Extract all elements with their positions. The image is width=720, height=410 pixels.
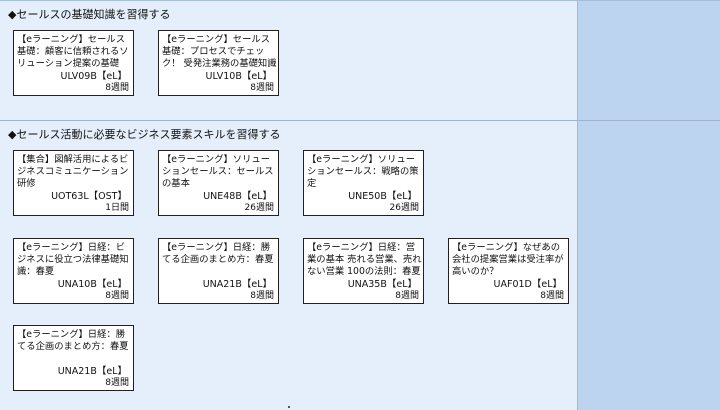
- course-code: ULV09B【eL】: [60, 71, 127, 82]
- course-card-una10b[interactable]: 【eラーニング】日経：ビジネスに役立つ法律基礎知識：春夏 UNA10B【eL】 …: [13, 238, 134, 304]
- course-code: UNE50B【eL】: [348, 191, 417, 202]
- course-code: UOT63L【OST】: [51, 191, 127, 202]
- course-code: ULV10B【eL】: [205, 71, 272, 82]
- course-duration: 8週間: [105, 291, 129, 301]
- course-title: 【eラーニング】日経：勝てる企画のまとめ方：春夏: [162, 242, 274, 265]
- course-duration: 26週間: [389, 203, 419, 213]
- right-side-panel: [577, 0, 720, 410]
- course-code: UAF01D【eL】: [493, 279, 562, 290]
- section-heading-sales-basics: ◆セールスの基礎知識を習得する: [8, 8, 171, 21]
- course-card-uot63l[interactable]: 【集合】図解活用によるビジネスコミュニケーション研修 UOT63L【OST】 1…: [13, 150, 134, 216]
- course-duration: 8週間: [105, 83, 129, 93]
- course-code: UNE48B【eL】: [203, 191, 272, 202]
- section-divider: [0, 120, 720, 121]
- course-title: 【eラーニング】日経：勝てる企画のまとめ方：春夏: [17, 329, 129, 352]
- scroll-marker: [288, 406, 290, 408]
- course-code: UNA35B【eL】: [347, 279, 417, 290]
- course-title: 【eラーニング】セールス基礎：顧客に信頼されるソリューション提案の基礎: [17, 34, 129, 69]
- section-heading-business-skills: ◆セールス活動に必要なビジネス要素スキルを習得する: [8, 128, 281, 141]
- course-title: 【eラーニング】ソリューションセールス：セールスの基本: [162, 154, 274, 189]
- course-title: 【eラーニング】日経：ビジネスに役立つ法律基礎知識：春夏: [17, 242, 129, 277]
- course-card-une48b[interactable]: 【eラーニング】ソリューションセールス：セールスの基本 UNE48B【eL】 2…: [158, 150, 279, 216]
- course-duration: 8週間: [250, 83, 274, 93]
- course-card-una21b[interactable]: 【eラーニング】日経：勝てる企画のまとめ方：春夏 UNA21B【eL】 8週間: [158, 238, 279, 304]
- course-card-uaf01d[interactable]: 【eラーニング】なぜあの会社の提案営業は受注率が高いのか？ UAF01D【eL】…: [448, 238, 569, 304]
- course-title: 【eラーニング】ソリューションセールス：戦略の策定: [307, 154, 419, 189]
- course-duration: 26週間: [244, 203, 274, 213]
- course-code: UNA21B【eL】: [57, 366, 127, 377]
- top-border: [0, 0, 720, 1]
- course-card-ulv09b[interactable]: 【eラーニング】セールス基礎：顧客に信頼されるソリューション提案の基礎 ULV0…: [13, 30, 134, 96]
- course-title: 【eラーニング】セールス基礎：プロセスでチェック！ 受発注業務の基礎知識: [162, 34, 277, 69]
- course-title: 【eラーニング】日経：営業の基本 売れる営業、売れない営業 100の法則：春夏: [307, 242, 422, 277]
- course-duration: 8週間: [395, 291, 419, 301]
- course-duration: 8週間: [105, 378, 129, 388]
- course-card-una35b[interactable]: 【eラーニング】日経：営業の基本 売れる営業、売れない営業 100の法則：春夏 …: [303, 238, 424, 304]
- course-title: 【集合】図解活用によるビジネスコミュニケーション研修: [17, 154, 129, 189]
- course-code: UNA21B【eL】: [202, 279, 272, 290]
- course-code: UNA10B【eL】: [57, 279, 127, 290]
- course-card-una21b-2[interactable]: 【eラーニング】日経：勝てる企画のまとめ方：春夏 UNA21B【eL】 8週間: [13, 325, 134, 391]
- course-title: 【eラーニング】なぜあの会社の提案営業は受注率が高いのか？: [452, 242, 564, 277]
- course-duration: 8週間: [250, 291, 274, 301]
- course-card-ulv10b[interactable]: 【eラーニング】セールス基礎：プロセスでチェック！ 受発注業務の基礎知識 ULV…: [158, 30, 279, 96]
- course-duration: 1日間: [105, 203, 129, 213]
- course-duration: 8週間: [540, 291, 564, 301]
- course-card-une50b[interactable]: 【eラーニング】ソリューションセールス：戦略の策定 UNE50B【eL】 26週…: [303, 150, 424, 216]
